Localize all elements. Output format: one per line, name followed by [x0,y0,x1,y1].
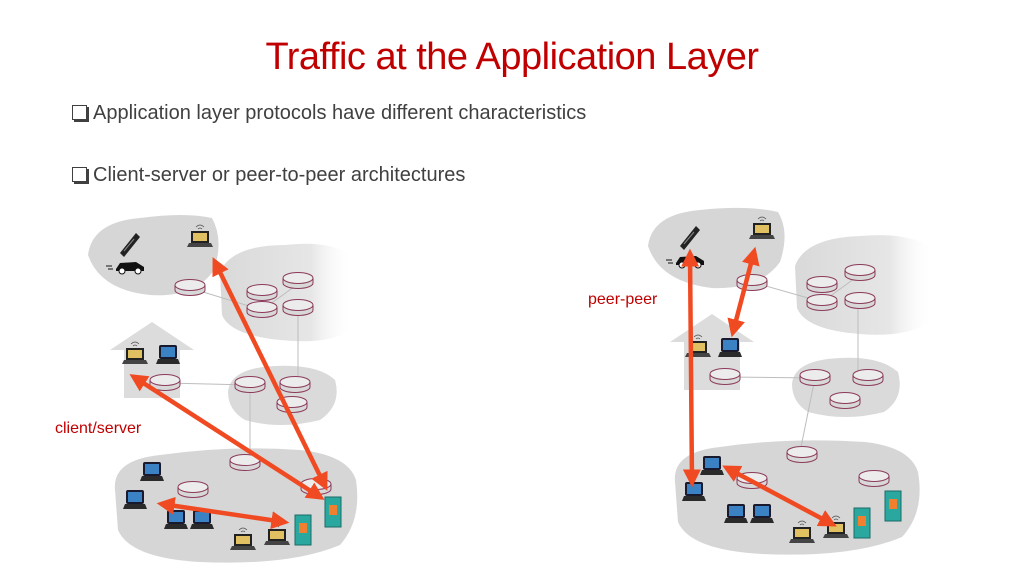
router-icon [178,482,208,498]
router-icon [247,302,277,318]
router-icon [280,377,310,393]
desktop-computer-icon [700,456,724,475]
server-icon [295,515,311,545]
router-icon [807,277,837,293]
desktop-computer-icon [682,482,706,501]
peer-peer-diagram [648,208,930,555]
desktop-computer-icon [164,510,188,529]
router-icon [859,471,889,487]
mobile-network-cloud [648,208,785,288]
server-icon [325,497,341,527]
router-icon [235,377,265,393]
server-icon [885,491,901,521]
router-icon [845,265,875,281]
router-icon [737,275,767,291]
desktop-computer-icon [140,462,164,481]
client-server-diagram [88,215,357,563]
desktop-computer-icon [156,345,180,364]
desktop-computer-icon [750,504,774,523]
router-icon [787,447,817,463]
router-icon [807,295,837,311]
desktop-computer-icon [724,504,748,523]
isp-cloud [220,244,350,342]
router-icon [175,280,205,296]
router-icon [283,300,313,316]
router-icon [830,393,860,409]
router-icon [283,273,313,289]
router-icon [247,285,277,301]
desktop-computer-icon [123,490,147,509]
peer-peer-arrow [690,254,692,482]
router-icon [845,293,875,309]
peer-peer-label: peer-peer [588,291,657,309]
desktop-computer-icon [718,338,742,357]
server-icon [854,508,870,538]
router-icon [800,370,830,386]
client-server-label: client/server [55,420,141,438]
router-icon [853,370,883,386]
router-icon [710,369,740,385]
